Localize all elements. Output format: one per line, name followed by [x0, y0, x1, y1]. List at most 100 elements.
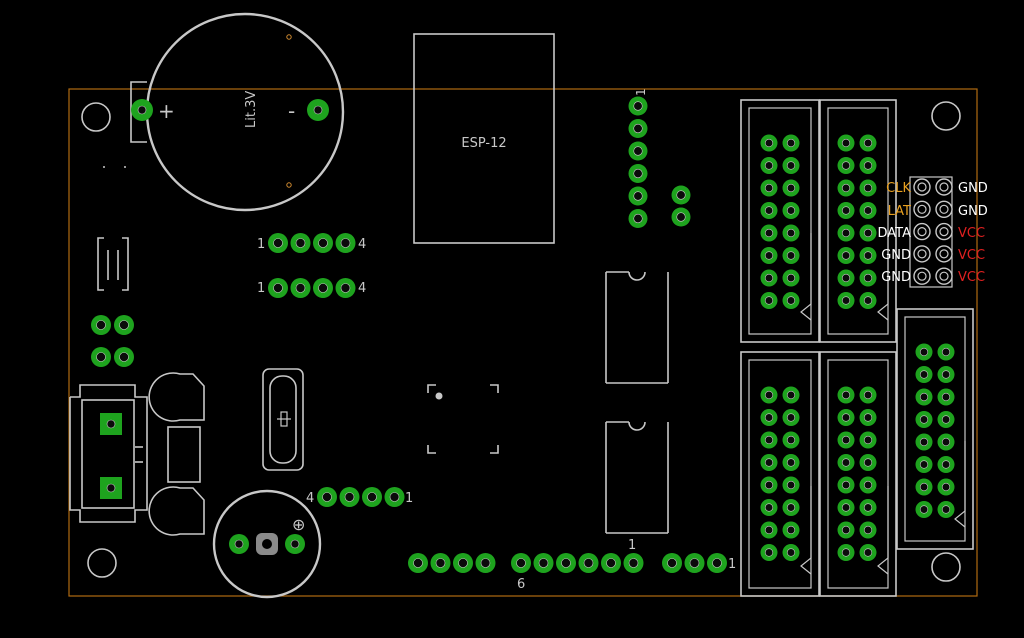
idc-pin	[837, 247, 855, 264]
idc-pin	[859, 247, 877, 264]
coin-battery: + - Lit.3V	[130, 12, 345, 212]
signal-pin	[913, 200, 931, 219]
idc-pin	[782, 499, 800, 516]
signal-labels: CLK LAT DATA GND GND GND GND VCC VCC VCC	[878, 181, 988, 285]
header-bottom-4	[408, 553, 496, 573]
idc-pin	[937, 343, 955, 361]
dip-ic-top	[605, 271, 669, 384]
idc-pin	[937, 501, 955, 518]
idc-pin	[760, 247, 778, 264]
ic-pin1-label: 1	[628, 538, 636, 553]
header-4pin-a	[268, 233, 356, 253]
idc-pin	[760, 134, 778, 152]
idc-pin	[760, 157, 778, 174]
idc-pin	[782, 269, 800, 287]
header-pin	[511, 553, 531, 573]
idc-pin	[760, 269, 778, 287]
header-pin	[628, 119, 648, 138]
idc-pin	[837, 134, 855, 152]
idc-pin	[782, 409, 800, 426]
idc-header	[819, 99, 897, 343]
idc-pin	[937, 388, 955, 406]
idc-pin	[782, 202, 800, 219]
header-4pin-b	[268, 278, 356, 298]
idc-pin	[782, 224, 800, 242]
idc-pin	[782, 476, 800, 494]
idc-pin	[782, 179, 800, 197]
idc-pin	[837, 544, 855, 561]
conn-right-3: VCC	[958, 248, 985, 263]
idc-pin	[915, 366, 933, 383]
header-a-left-label: 1	[257, 237, 265, 252]
header-bottom-3	[662, 553, 727, 573]
slide-switch	[97, 237, 129, 291]
idc-pin	[859, 157, 877, 174]
dip-ic-bottom	[605, 421, 669, 534]
idc-pin	[760, 202, 778, 219]
conn-right-1: GND	[958, 204, 988, 219]
idc-pin	[837, 292, 855, 309]
idc-pin	[837, 386, 855, 404]
idc-pin	[760, 454, 778, 471]
idc-pin	[837, 157, 855, 174]
header-bottom-6	[511, 553, 644, 573]
crystal	[262, 368, 304, 471]
header-pin	[601, 553, 621, 573]
idc-pin	[837, 179, 855, 197]
header-pin	[335, 233, 356, 253]
header-bottom-6-label: 6	[517, 577, 525, 592]
idc-pin	[837, 224, 855, 242]
idc-pin	[782, 386, 800, 404]
header-pin	[628, 96, 648, 116]
signal-pin	[935, 267, 953, 285]
header-pin	[384, 487, 405, 507]
idc-pin	[859, 544, 877, 561]
idc-pin	[782, 157, 800, 174]
idc-header	[819, 351, 897, 597]
idc-pin	[782, 454, 800, 471]
jumper-left	[91, 315, 134, 367]
idc-pin	[859, 521, 877, 539]
header-pin	[339, 487, 360, 507]
signal-pin	[935, 200, 953, 219]
header-pin	[268, 278, 288, 298]
idc-pin	[782, 247, 800, 264]
header-pin	[91, 347, 111, 367]
header-pin	[533, 553, 554, 573]
idc-pin	[915, 478, 933, 496]
capacitor-top	[148, 372, 205, 422]
battery-plus-label: +	[158, 99, 175, 123]
header-pin	[671, 207, 691, 227]
header-pin	[335, 278, 356, 298]
header-pin	[578, 553, 599, 573]
idc-header	[740, 99, 820, 343]
header-pin	[114, 315, 134, 335]
idc-pin	[837, 269, 855, 287]
header-b-right-label: 4	[358, 281, 366, 296]
idc-pin	[859, 476, 877, 494]
signal-pin	[935, 178, 953, 196]
header-pin	[662, 553, 682, 573]
idc-pin	[915, 388, 933, 406]
idc-pin	[937, 456, 955, 473]
header-pin	[556, 553, 576, 573]
header-pin	[628, 209, 648, 228]
mounting-holes	[81, 101, 961, 582]
header-a-right-label: 4	[358, 237, 366, 252]
idc-pin	[859, 386, 877, 404]
conn-left-3: GND	[881, 248, 911, 263]
idc-pin	[760, 431, 778, 449]
idc-pin	[760, 386, 778, 404]
idc-pin	[837, 202, 855, 219]
header-pin	[114, 347, 134, 367]
capacitor-bottom	[148, 486, 205, 536]
signal-pin	[935, 222, 953, 241]
header-pin	[628, 164, 648, 183]
conn-left-1: LAT	[888, 204, 911, 219]
header-2pin	[671, 185, 691, 227]
idc-pin	[837, 454, 855, 471]
header-pin	[623, 553, 644, 573]
header-bottom-3-label: 1	[728, 557, 736, 572]
idc-pin	[837, 431, 855, 449]
idc-pin	[837, 409, 855, 426]
